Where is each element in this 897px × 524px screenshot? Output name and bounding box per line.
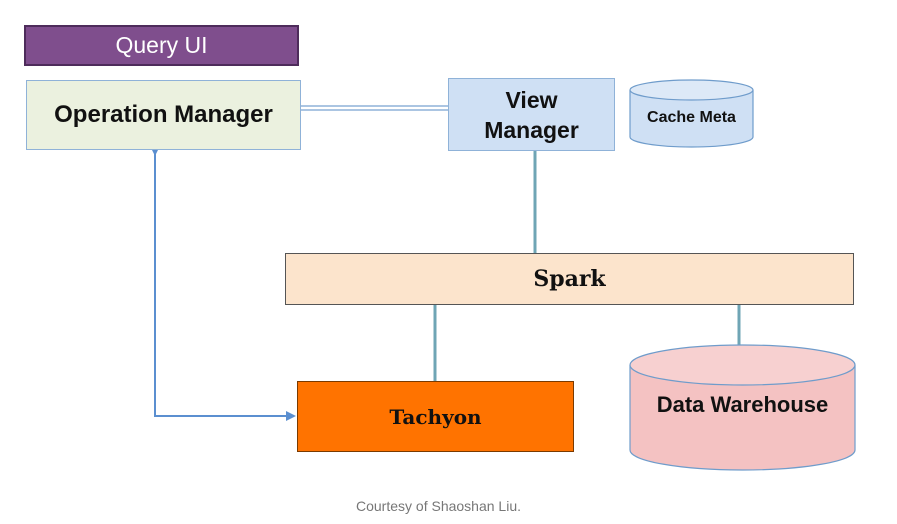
view-manager-label-line1: View <box>505 86 558 113</box>
view-manager-label-line2: Manager <box>484 116 579 143</box>
query-ui-label: Query UI <box>115 32 208 58</box>
data-warehouse-label: Data Warehouse <box>656 392 829 417</box>
query-ui-box: Query UI <box>24 25 299 66</box>
spark-label: Spark <box>533 266 606 292</box>
arrow-opmgr-tachyon <box>150 146 296 421</box>
view-manager-box: View Manager <box>448 78 615 151</box>
operation-manager-box: Operation Manager <box>26 80 301 150</box>
data-warehouse-cylinder <box>629 344 856 471</box>
tachyon-label: Tachyon <box>389 404 482 429</box>
operation-manager-label: Operation Manager <box>54 101 273 128</box>
spark-box: Spark <box>285 253 854 305</box>
courtesy-caption: Courtesy of Shaoshan Liu. <box>356 498 521 514</box>
cache-meta-cylinder <box>629 79 754 148</box>
tachyon-box: Tachyon <box>297 381 574 452</box>
cache-meta-label: Cache Meta <box>647 109 736 126</box>
